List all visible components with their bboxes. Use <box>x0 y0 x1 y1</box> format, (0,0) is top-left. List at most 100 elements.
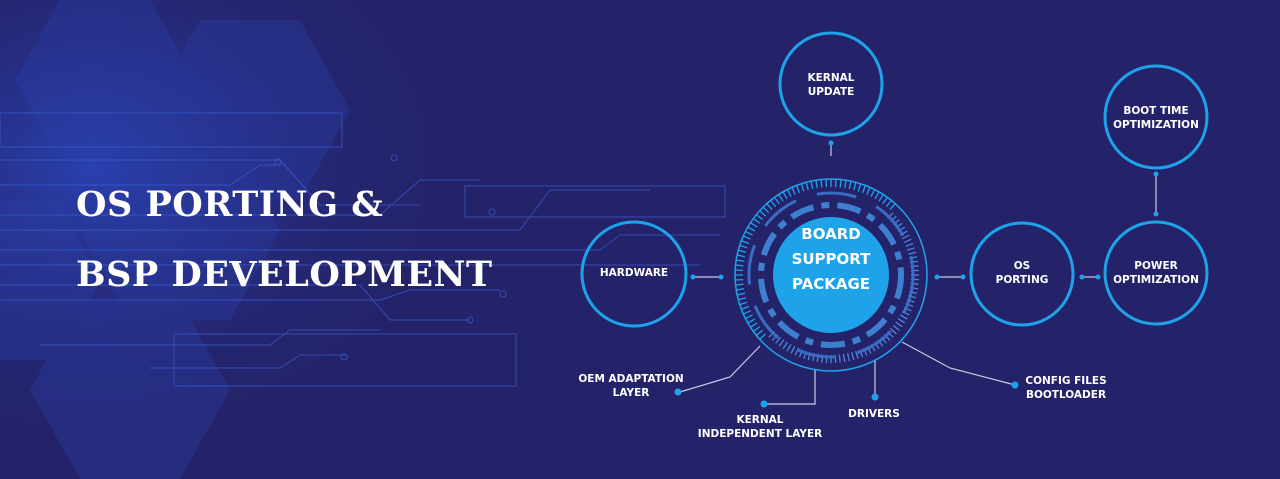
hub-tick <box>878 194 884 202</box>
node-label: UPDATE <box>808 86 855 98</box>
hub-label-line: SUPPORT <box>792 250 872 268</box>
bsp-hub: BOARD SUPPORT PACKAGE <box>734 178 928 372</box>
hub-tick <box>736 292 746 296</box>
hub-tick <box>747 318 756 324</box>
hub-tick <box>874 191 880 200</box>
hub-tick <box>738 297 747 301</box>
node-hardware: HARDWARE <box>580 220 688 328</box>
hub-tick <box>775 336 782 344</box>
hub-tick <box>815 180 818 189</box>
hub-tick <box>866 187 871 195</box>
hub-tick <box>786 189 792 197</box>
hub-tick <box>741 239 750 245</box>
hub-tick <box>759 333 767 340</box>
connector-dots <box>674 140 1159 408</box>
hub-tick <box>899 314 908 320</box>
hub-dashed-ring <box>758 202 904 348</box>
hub-tick <box>755 329 764 336</box>
hub-tick <box>782 341 788 350</box>
hub-tick <box>820 179 823 188</box>
hub-tick <box>885 199 892 208</box>
callout-label: CONFIG FILES <box>1025 375 1106 387</box>
node-label: HARDWARE <box>600 267 668 279</box>
hub-tick <box>882 196 888 205</box>
hub-tick <box>762 206 770 214</box>
callout-label: BOOTLOADER <box>1026 389 1106 401</box>
node-boot-time-optimization: BOOT TIME OPTIMIZATION <box>1103 64 1209 170</box>
hub-tick <box>890 328 897 335</box>
hub-tick <box>750 322 758 328</box>
hub-tick <box>747 226 756 232</box>
callout-kernal-independent-layer: KERNAL INDEPENDENT LAYER <box>698 414 822 440</box>
callout-config-files-bootloader: CONFIG FILES BOOTLOADER <box>1025 375 1106 401</box>
hub-tick <box>901 234 910 240</box>
node-label: POWER <box>1134 260 1177 272</box>
hub-tick <box>800 183 805 192</box>
hub-tick <box>853 182 857 191</box>
hub-tick <box>736 259 745 262</box>
hub-tick <box>791 187 796 195</box>
node-label: PORTING <box>996 274 1049 286</box>
callout-oem-adaptation-layer: OEM ADAPTATION LAYER <box>578 373 683 399</box>
hub-tick <box>895 321 903 328</box>
hub-tick <box>766 203 773 211</box>
hub-tick <box>735 283 744 286</box>
hub-tick <box>906 247 915 251</box>
hub-tick <box>908 251 917 255</box>
hub-tick <box>782 191 788 200</box>
hub-tick <box>739 301 748 306</box>
node-kernal-update: KERNAL UPDATE <box>778 31 884 137</box>
hub-tick <box>892 324 900 331</box>
hub-tick <box>842 353 846 363</box>
hub-tick <box>844 180 847 189</box>
hub-tick <box>790 345 796 354</box>
hub-tick <box>739 244 748 249</box>
hub-tick <box>752 326 761 332</box>
hub-tick <box>738 249 747 253</box>
hub-tick <box>855 350 859 359</box>
hub-tick <box>743 310 751 315</box>
node-label: KERNAL <box>808 72 855 84</box>
hub-tick <box>905 242 914 247</box>
hub-tick <box>861 185 867 194</box>
hub-tick <box>770 199 777 208</box>
hub-tick <box>755 214 764 221</box>
callout-label: INDEPENDENT LAYER <box>698 428 822 440</box>
hub-tick <box>838 354 841 363</box>
hub-tick <box>752 218 761 224</box>
hub-tick <box>846 353 850 362</box>
hub-tick <box>745 314 753 320</box>
hub-tick <box>750 222 758 228</box>
background-glow <box>0 0 620 479</box>
hub-tick <box>848 180 852 190</box>
page-title-line2: BSP DEVELOPMENT <box>76 254 493 295</box>
callout-label: LAYER <box>613 387 650 399</box>
hub-tick <box>735 264 744 267</box>
node-label: OPTIMIZATION <box>1113 274 1199 286</box>
hub-tick <box>759 210 767 217</box>
hub-tick <box>857 183 862 192</box>
hub-tick <box>743 235 751 240</box>
hub-tick <box>851 352 855 361</box>
hub-tick <box>741 305 750 311</box>
hub-tick <box>810 180 814 190</box>
node-power-optimization: POWER OPTIMIZATION <box>1103 220 1209 326</box>
hub-tick <box>870 189 876 197</box>
hub-tick <box>795 185 801 194</box>
hub-tick <box>889 203 896 211</box>
node-os-porting: OS PORTING <box>969 221 1075 327</box>
node-label: OS <box>1014 260 1031 272</box>
hub-tick <box>778 194 784 202</box>
callout-drivers: DRIVERS <box>848 408 900 420</box>
node-label: OPTIMIZATION <box>1113 119 1199 131</box>
connector-lines <box>679 143 1157 405</box>
hub-tick <box>745 230 753 236</box>
hub-arc-ring <box>747 191 915 359</box>
circuit-lines <box>0 112 726 387</box>
hub-label-line: BOARD <box>801 225 860 243</box>
page-title-line1: OS PORTING & <box>76 184 384 225</box>
hub-tick <box>736 288 745 291</box>
hub-tick <box>736 254 746 258</box>
